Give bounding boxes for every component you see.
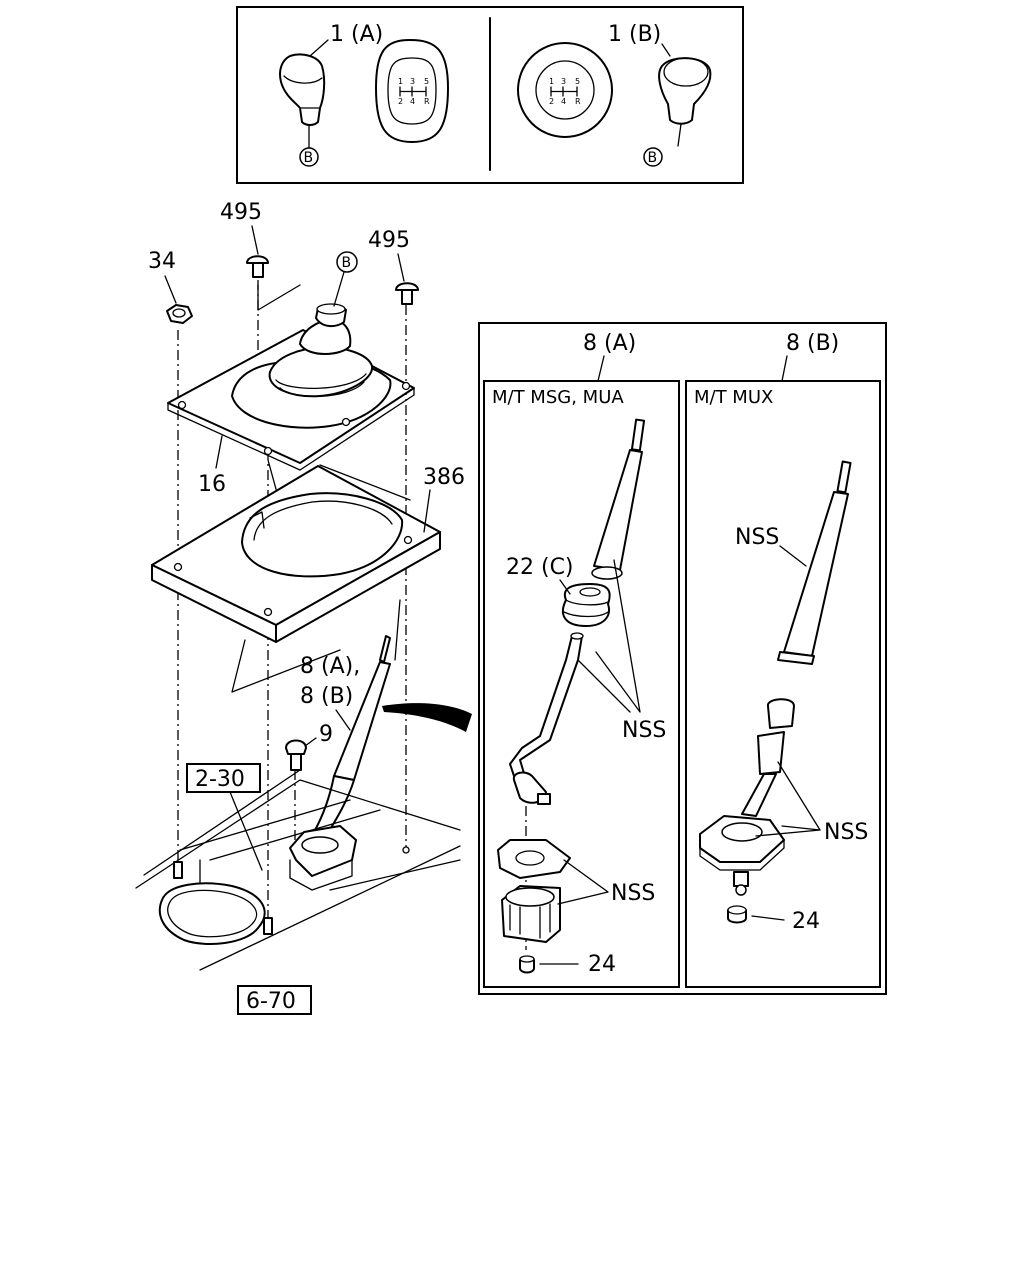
nut-34 xyxy=(166,304,193,324)
detail-right-panel xyxy=(685,380,881,988)
knob-box-frame xyxy=(236,6,744,184)
callout-nss-right-bottom: NSS xyxy=(824,820,868,845)
lever-8a-drawing xyxy=(497,418,646,974)
ref-6-70-text: 6-70 xyxy=(246,989,296,1014)
callout-8b: 8 (B) xyxy=(300,684,353,709)
ref-box-2-30: 2-30 xyxy=(186,763,263,871)
callout-24-right: 24 xyxy=(792,909,820,934)
lever-8b-drawing xyxy=(699,460,852,924)
svg-text:B: B xyxy=(304,150,314,166)
projection-lines-top xyxy=(257,284,301,311)
detail-subtitle-right: M/T MUX xyxy=(694,387,773,408)
detail-header-8b: 8 (B) xyxy=(786,331,839,356)
knob-b-drawing xyxy=(658,43,712,147)
svg-text:1: 1 xyxy=(549,77,554,86)
svg-text:4: 4 xyxy=(410,97,415,106)
svg-text:R: R xyxy=(575,97,581,106)
ref-b-marker-left: B xyxy=(299,147,319,167)
svg-text:R: R xyxy=(424,97,430,106)
svg-text:3: 3 xyxy=(410,77,415,86)
shift-lever-8 xyxy=(289,635,391,891)
svg-text:3: 3 xyxy=(561,77,566,86)
callout-495-left: 495 xyxy=(220,200,262,225)
svg-text:5: 5 xyxy=(424,77,429,86)
ref-b-marker-right: B xyxy=(643,147,663,167)
callout-nss-right-top: NSS xyxy=(735,525,779,550)
lever-detail-box: 8 (A) 8 (B) M/T MSG, MUA M/T MUX xyxy=(478,322,887,995)
svg-text:B: B xyxy=(342,255,352,271)
detail-subtitle-left: M/T MSG, MUA xyxy=(492,387,624,408)
knob-b-label: 1 (B) xyxy=(608,22,661,47)
ref-box-6-70: 6-70 xyxy=(237,985,312,1015)
screw-495-left xyxy=(246,255,269,278)
shift-boot-16 xyxy=(167,303,415,471)
knob-a-label: 1 (A) xyxy=(330,22,383,47)
callout-34: 34 xyxy=(148,249,176,274)
shift-plate-round: 1 3 5 2 4 R xyxy=(517,42,613,138)
detail-outer-frame xyxy=(478,322,887,995)
screw-495-right xyxy=(395,282,419,305)
shift-pattern-left: 1 3 5 2 4 R xyxy=(398,77,430,106)
shift-plate-square: 1 3 5 2 4 R xyxy=(375,39,449,143)
callout-24-left: 24 xyxy=(588,952,616,977)
svg-text:B: B xyxy=(648,150,658,166)
callout-16: 16 xyxy=(198,472,226,497)
floor-plate-386 xyxy=(151,465,441,643)
svg-text:4: 4 xyxy=(561,97,566,106)
ref-2-30-text: 2-30 xyxy=(195,767,245,792)
callout-8a: 8 (A), xyxy=(300,654,360,679)
callout-495-right: 495 xyxy=(368,228,410,253)
shift-pattern-right: 1 3 5 2 4 R xyxy=(549,77,581,106)
knob-variants-box: 1 (A) B 1 3 5 2 4 R 1 3 xyxy=(236,6,744,184)
detail-header-8a: 8 (A) xyxy=(583,331,636,356)
svg-text:2: 2 xyxy=(398,97,403,106)
main-assembly: 34 495 495 xyxy=(135,200,472,1015)
bolt-9 xyxy=(285,739,307,771)
callout-22c: 22 (C) xyxy=(506,555,574,580)
floor-panel xyxy=(135,769,461,971)
callout-386: 386 xyxy=(423,465,465,490)
callout-nss-left-top: NSS xyxy=(622,718,666,743)
detail-left-panel xyxy=(483,380,680,988)
callout-nss-left-bottom: NSS xyxy=(611,881,655,906)
svg-text:2: 2 xyxy=(549,97,554,106)
callout-9: 9 xyxy=(319,722,333,747)
svg-text:5: 5 xyxy=(575,77,580,86)
detail-pointer-arrow xyxy=(382,703,472,732)
projection-lines-low xyxy=(231,599,401,693)
ref-b-marker-boot: B xyxy=(336,251,358,273)
svg-text:1: 1 xyxy=(398,77,403,86)
knob-a-drawing xyxy=(279,39,329,149)
